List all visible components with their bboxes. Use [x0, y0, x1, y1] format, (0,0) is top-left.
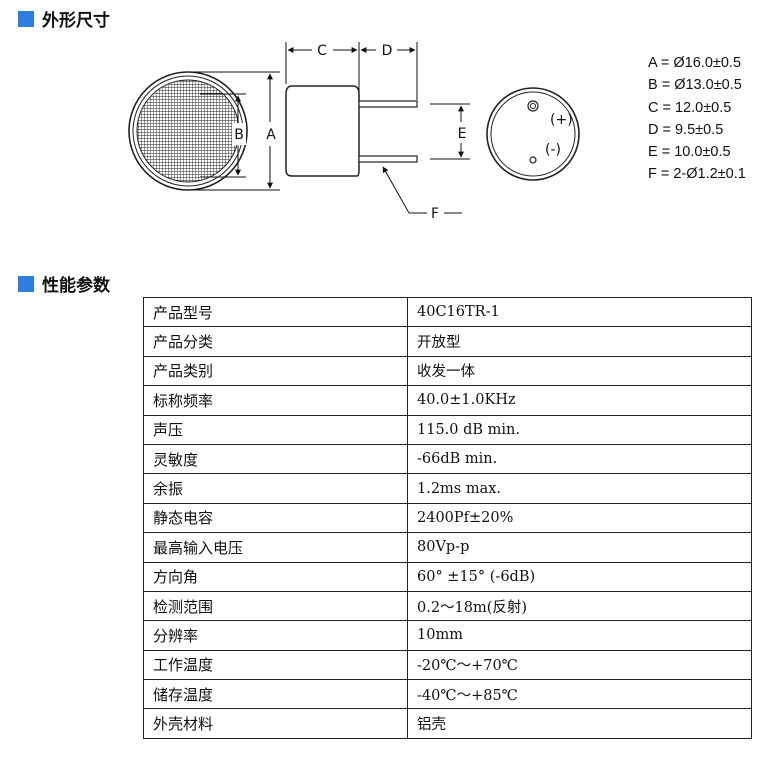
label-a: A [266, 127, 276, 143]
spec-d: D = 9.5±0.5 [648, 121, 724, 138]
label-c: C [317, 43, 327, 59]
param-name: 外壳材料 [143, 708, 408, 739]
table-row: 产品类别收发一体 [143, 355, 752, 387]
dimension-drawing: B A C D E F [128, 42, 580, 222]
param-name: 分辨率 [143, 620, 408, 651]
param-value: 40.0±1.0KHz [407, 385, 752, 416]
back-view: (+) (-) [486, 87, 580, 181]
front-view: B A [128, 71, 280, 191]
param-value: 0.2～18m(反射) [407, 590, 752, 622]
section-title-text: 外形尺寸 [42, 11, 110, 31]
param-name: 产品类别 [143, 355, 408, 387]
param-value: 115.0 dB min. [407, 414, 752, 445]
label-plus: (+) [550, 112, 573, 128]
section-title-dimensions: 外形尺寸 [18, 6, 110, 31]
param-name: 工作温度 [143, 649, 408, 681]
param-name: 最高输入电压 [143, 532, 408, 563]
blue-square-icon [18, 275, 34, 292]
table-row: 工作温度-20℃～+70℃ [143, 649, 752, 681]
param-name: 标称频率 [143, 385, 408, 416]
label-b: B [234, 127, 244, 143]
param-value: -66dB min. [407, 443, 752, 475]
param-name: 声压 [143, 414, 408, 445]
param-name: 检测范围 [143, 590, 408, 622]
section-title-parameters: 性能参数 [18, 271, 110, 296]
param-value: 收发一体 [407, 355, 752, 387]
spec-b: B = Ø13.0±0.5 [648, 77, 742, 94]
param-value: -20℃～+70℃ [407, 649, 752, 681]
table-row: 外壳材料铝壳 [143, 708, 752, 739]
param-name: 产品型号 [143, 296, 408, 328]
negative-pin-icon [529, 156, 537, 164]
spec-c: C = 12.0±0.5 [648, 99, 732, 116]
param-value: -40℃～+85℃ [407, 679, 752, 710]
param-value: 开放型 [407, 326, 752, 357]
param-value: 40C16TR-1 [407, 296, 752, 328]
spec-f: F = 2-Ø1.2±0.1 [648, 166, 746, 183]
table-row: 储存温度-40℃～+85℃ [143, 679, 752, 710]
param-name: 方向角 [143, 561, 408, 592]
label-d: D [382, 43, 393, 59]
side-view: C D E F [285, 42, 470, 222]
dimension-spec-list: A = Ø16.0±0.5 B = Ø13.0±0.5 C = 12.0±0.5… [648, 52, 746, 186]
param-value: 铝壳 [407, 708, 752, 739]
spec-e: E = 10.0±0.5 [648, 144, 731, 161]
param-name: 储存温度 [143, 679, 408, 710]
param-value: 1.2ms max. [407, 473, 752, 504]
param-name: 产品分类 [143, 326, 408, 357]
label-e: E [458, 126, 467, 142]
param-value: 2400Pf±20% [407, 502, 752, 534]
param-name: 静态电容 [143, 502, 408, 534]
param-name: 余振 [143, 473, 408, 504]
param-value: 60° ±15° (-6dB) [407, 561, 752, 592]
label-f: F [431, 206, 439, 222]
section-title-text: 性能参数 [42, 276, 110, 296]
param-value: 80Vp-p [407, 532, 752, 563]
blue-square-icon [18, 10, 34, 27]
table-row: 产品分类开放型 [143, 326, 752, 357]
param-value: 10mm [407, 620, 752, 651]
label-minus: (-) [545, 142, 561, 158]
table-row: 灵敏度-66dB min. [143, 443, 752, 475]
param-name: 灵敏度 [143, 443, 408, 475]
spec-a: A = Ø16.0±0.5 [648, 55, 742, 71]
